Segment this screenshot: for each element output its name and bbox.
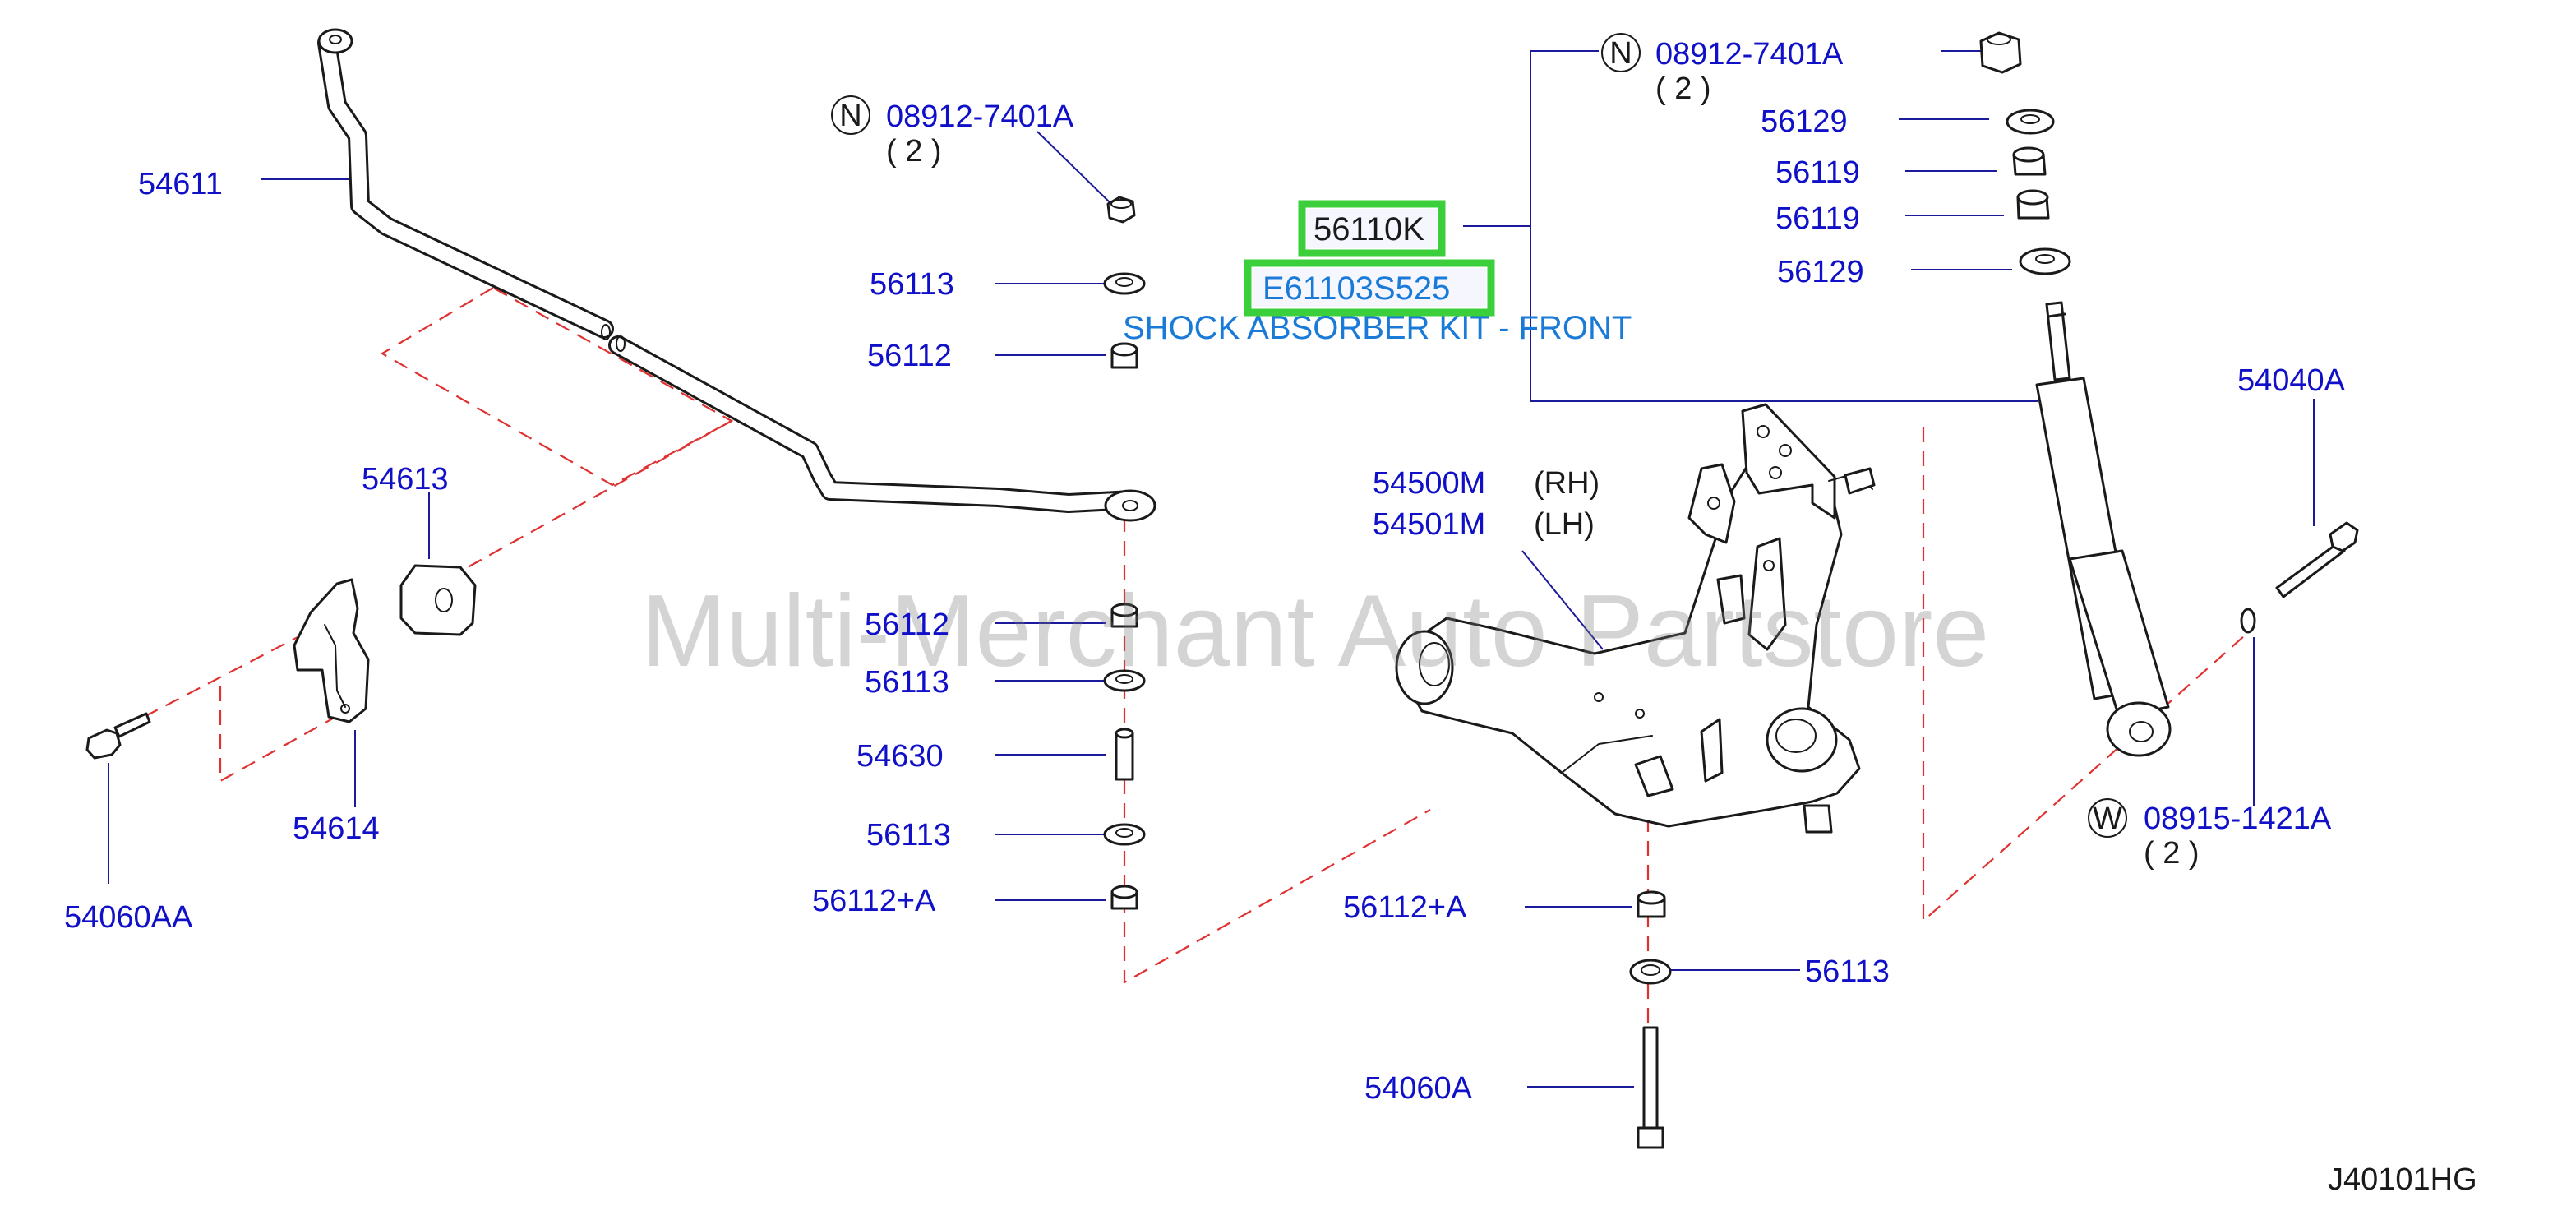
label-bracket[interactable]: 54614	[293, 811, 380, 846]
kit-alt-highlight-fill	[1253, 268, 1486, 307]
link-bushing-top-drawing	[1110, 342, 1138, 369]
shock-nut-marker: N	[1609, 36, 1632, 71]
label-bracket-bolt[interactable]: 54060AA	[64, 900, 193, 935]
label-lower-arm-lh[interactable]: 54501M	[1373, 507, 1485, 542]
label-shock-washer-low[interactable]: 56129	[1777, 255, 1864, 289]
bracket-drawing	[293, 578, 370, 723]
shock-washer-drawing	[2240, 608, 2256, 634]
link-washer-mid-drawing	[1103, 669, 1146, 692]
label-shock-bushing-top[interactable]: 56119	[1775, 155, 1860, 190]
link-washer-low-drawing	[1103, 823, 1146, 846]
link-nut-callout[interactable]: N 08912-7401A ( 2 )	[831, 95, 1074, 169]
label-bushing[interactable]: 54613	[362, 462, 449, 497]
label-lower-arm-rh-side: (RH)	[1534, 466, 1600, 501]
assembly-dashed-lines	[122, 286, 2253, 1143]
bushing-drawing	[399, 564, 477, 636]
label-link-bushing-low[interactable]: 56112+A	[812, 884, 936, 918]
kit-description[interactable]: SHOCK ABSORBER KIT - FRONT	[1123, 310, 1632, 346]
label-link-washer-mid[interactable]: 56113	[865, 665, 949, 700]
kit-alt-part-number[interactable]: E61103S525	[1263, 270, 1450, 307]
shock-nut-part[interactable]: 08912-7401A	[1655, 37, 1844, 72]
shock-nut-callout[interactable]: N 08912-7401A ( 2 )	[1601, 33, 1844, 106]
bracket-bolt-drawing	[85, 712, 151, 760]
stabilizer-bar-drawing	[317, 28, 1156, 522]
link-nut-qty: ( 2 )	[886, 134, 942, 169]
label-lower-arm-rh[interactable]: 54500M	[1373, 466, 1485, 501]
label-link-bushing-top[interactable]: 56112	[867, 339, 952, 373]
link-bushing-mid-drawing	[1110, 603, 1138, 628]
label-arm-bolt[interactable]: 54060A	[1364, 1071, 1473, 1106]
shock-bolt-drawing	[2275, 521, 2359, 598]
watermark: Multi-Merchant Auto Partstore	[641, 575, 1989, 688]
shock-absorber-drawing	[1979, 31, 2172, 757]
label-shock-bolt[interactable]: 54040A	[2237, 363, 2346, 398]
link-nut-drawing	[1106, 196, 1136, 224]
link-bushing-low-drawing	[1110, 885, 1138, 910]
link-washer-top-drawing	[1103, 272, 1146, 295]
link-nut-marker: N	[839, 99, 861, 133]
arm-bolt-drawing	[1637, 1026, 1664, 1149]
link-nut-part[interactable]: 08912-7401A	[886, 99, 1074, 134]
shock-washer-marker: W	[2093, 802, 2122, 836]
link-spacer-drawing	[1115, 728, 1134, 781]
shock-washer-qty: ( 2 )	[2144, 836, 2200, 871]
arm-washer-drawing	[1629, 959, 1672, 985]
label-link-spacer[interactable]: 54630	[856, 739, 944, 774]
washer-marker-icon	[2088, 798, 2127, 838]
kit-part-highlight-fill	[1307, 209, 1437, 248]
label-lower-arm-lh-side: (LH)	[1534, 507, 1595, 542]
label-shock-bushing-low[interactable]: 56119	[1775, 201, 1860, 236]
label-link-washer-top[interactable]: 56113	[870, 267, 954, 302]
shock-nut-qty: ( 2 )	[1655, 72, 1711, 106]
shock-washer-part[interactable]: 08915-1421A	[2144, 802, 2332, 836]
kit-part-number[interactable]: 56110K	[1313, 211, 1424, 247]
label-link-washer-low[interactable]: 56113	[866, 818, 951, 853]
arm-bushing-drawing	[1637, 890, 1666, 918]
nut-marker-icon	[831, 95, 870, 135]
shock-washer-callout[interactable]: W 08915-1421A ( 2 )	[2088, 798, 2332, 871]
nut-marker-icon	[1601, 33, 1641, 72]
label-arm-bushing[interactable]: 56112+A	[1343, 890, 1467, 925]
label-arm-washer[interactable]: 56113	[1805, 954, 1890, 989]
diagram-code: J40101HG	[2328, 1162, 2477, 1197]
label-shock-washer-top[interactable]: 56129	[1761, 104, 1848, 139]
leader-lines	[108, 50, 2315, 1088]
lower-control-arm-drawing	[1395, 403, 1876, 834]
label-link-bushing-mid[interactable]: 56112	[865, 608, 949, 642]
label-stabilizer-bar[interactable]: 54611	[138, 167, 223, 201]
